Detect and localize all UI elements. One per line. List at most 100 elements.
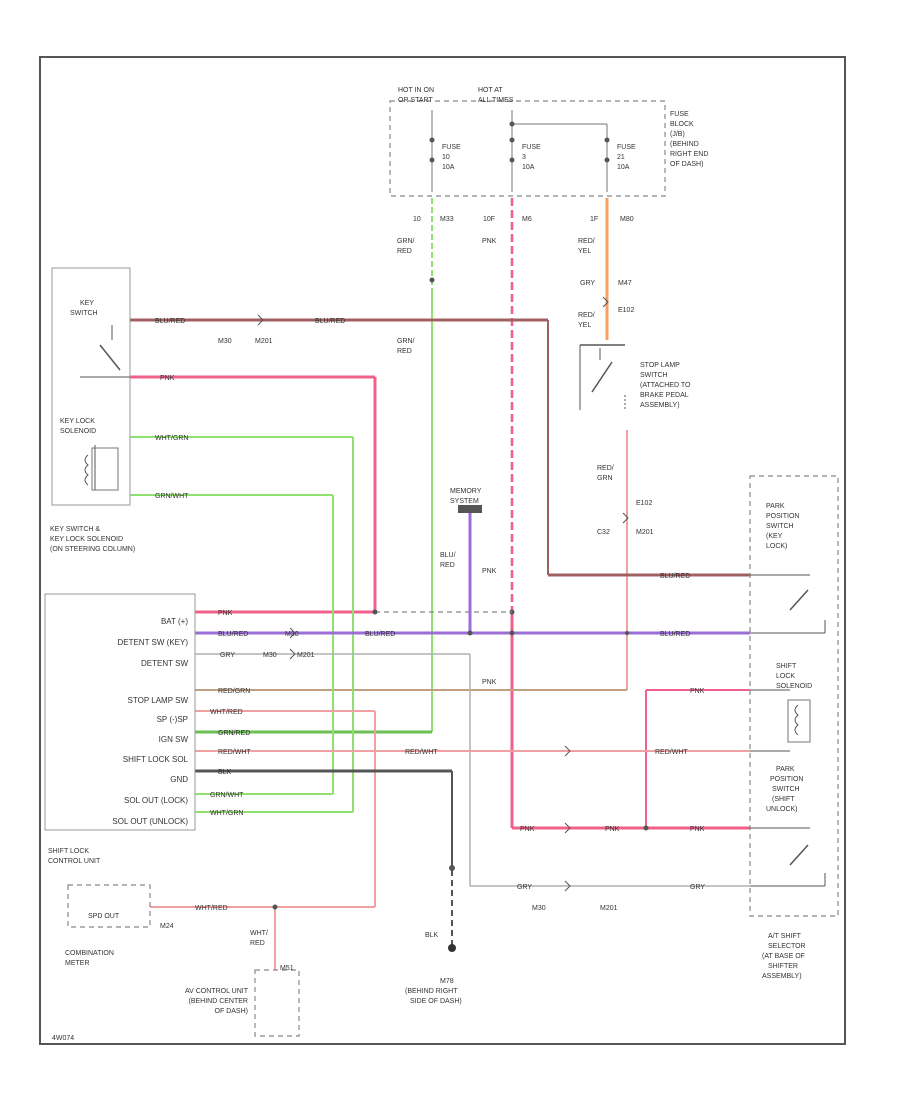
footer-code: 4W074 xyxy=(52,1035,74,1042)
cu-pin-gnd: GND xyxy=(170,775,188,784)
wire-wht-red: WHT/RED WHT/RED WHT/ RED xyxy=(150,709,376,970)
lbl-pnk-mid: PNK xyxy=(482,568,497,575)
fuse-block-caption-6: OF DASH) xyxy=(670,161,703,168)
lbl-m30-a: M30 xyxy=(218,338,232,345)
shift-lock-sol-1: SHIFT xyxy=(776,663,797,670)
lbl-blu-red-3: BLU/RED xyxy=(660,631,690,638)
fuse-10-bottom xyxy=(429,157,435,163)
fuse-3-label-2: 3 xyxy=(522,154,526,161)
lbl-m24: M24 xyxy=(160,923,174,930)
cu-pin-sol-unlock: SOL OUT (UNLOCK) xyxy=(112,817,188,826)
lbl-m30-b: M30 xyxy=(285,631,299,638)
lbl-red-yel-1: RED/ xyxy=(578,238,595,245)
lbl-red-yel-4: YEL xyxy=(578,322,591,329)
hot-run-label-1: HOT IN ON xyxy=(398,87,434,94)
lbl-e102-b: E102 xyxy=(636,500,652,507)
fuse-10-label-2: 10 xyxy=(442,154,450,161)
lbl-wht-red-v1: WHT/ xyxy=(250,930,268,937)
stop-lamp-label-3: (ATTACHED TO xyxy=(640,382,691,389)
fuse-conn-m33: M33 xyxy=(440,216,454,223)
lbl-m201-d: M201 xyxy=(600,905,618,912)
memory-label-1: MEMORY xyxy=(450,488,482,495)
cu-pin-stop-lamp: STOP LAMP SW xyxy=(128,696,189,705)
park-key-3: SWITCH xyxy=(766,523,794,530)
fuse-21-bottom xyxy=(604,157,610,163)
lbl-m30-d: M30 xyxy=(532,905,546,912)
at-selector-2: SELECTOR xyxy=(768,943,806,950)
lbl-blu-red-2: BLU/RED xyxy=(365,631,395,638)
lbl-blu-red-1: BLU/RED xyxy=(218,631,248,638)
lbl-grn-red-4: RED xyxy=(397,348,412,355)
lbl-gry-3: GRY xyxy=(690,884,705,891)
fuse-10-label-3: 10A xyxy=(442,164,455,171)
lbl-blu-red-v2: RED xyxy=(440,562,455,569)
park-shift-2: POSITION xyxy=(770,776,803,783)
lbl-blu-red-top-1: BLU/RED xyxy=(155,318,185,325)
stop-lamp-label-5: ASSEMBLY) xyxy=(640,402,680,409)
lbl-grn-red-h: GRN/RED xyxy=(218,730,250,737)
av-label-3: OF DASH) xyxy=(215,1008,248,1015)
key-switch-caption-1: KEY SWITCH & xyxy=(50,526,100,533)
fuse-block-caption-3: (J/B) xyxy=(670,131,685,138)
lbl-pnk-low: PNK xyxy=(482,679,497,686)
wire-pnk-key: PNK PNK xyxy=(130,375,512,617)
fuse-21-top xyxy=(604,137,610,143)
fuse-conn-m6: M6 xyxy=(522,216,532,223)
lbl-red-yel-3: RED/ xyxy=(578,312,595,319)
cu-pin-sol-lock: SOL OUT (LOCK) xyxy=(124,796,188,805)
lbl-m47-a: M47 xyxy=(618,280,632,287)
lbl-red-grn-1: RED/ xyxy=(597,465,614,472)
connector-glyphs xyxy=(257,296,629,892)
lbl-blu-red-right: BLU/RED xyxy=(660,573,690,580)
lbl-red-wht-1: RED/WHT xyxy=(218,749,251,756)
av-label-1: AV CONTROL UNIT xyxy=(185,988,249,995)
lbl-pnk-key: PNK xyxy=(160,375,175,382)
at-selector-3: (AT BASE OF xyxy=(762,953,805,960)
diagram-frame xyxy=(39,56,846,1045)
park-key-5: LOCK) xyxy=(766,543,787,550)
wire-blk-ground: BLK BLK M78 (BEHIND RIGHT SIDE OF DASH) xyxy=(195,769,462,1005)
at-selector-4: SHIFTER xyxy=(768,963,798,970)
key-switch-caption-2: KEY LOCK SOLENOID xyxy=(50,536,123,543)
fuse-21-label-2: 21 xyxy=(617,154,625,161)
lbl-m51: M51 xyxy=(280,965,294,972)
cu-pin-ign: IGN SW xyxy=(159,735,189,744)
cu-pin-sp: SP (-)SP xyxy=(157,715,188,724)
key-lock-solenoid-2: SOLENOID xyxy=(60,428,96,435)
fuse-block-dashed-outline xyxy=(389,100,666,197)
lbl-m201-c: M201 xyxy=(636,529,654,536)
at-selector-5: ASSEMBLY) xyxy=(762,973,802,980)
hot-run-label-2: OR START xyxy=(398,97,433,104)
wire-brown-key: BLU/RED BLU/RED BLU/RED M30 M201 xyxy=(130,318,750,580)
key-switch-assembly: KEY SWITCH KEY LOCK SOLENOID KEY SWITCH … xyxy=(50,267,135,553)
lbl-pnk-bot-1: PNK xyxy=(520,826,535,833)
wire-grn-red-ign: GRN/ RED GRN/ RED xyxy=(195,198,435,734)
lbl-m201-b: M201 xyxy=(297,652,315,659)
wire-red-yel: RED/ YEL RED/ YEL GRY E102 M47 xyxy=(578,198,634,340)
lbl-blk-2: BLK xyxy=(425,932,439,939)
fuse-10-label-1: FUSE xyxy=(442,144,461,151)
combination-meter-2: METER xyxy=(65,960,90,967)
park-shift-3: SWITCH xyxy=(772,786,800,793)
fuse-block: HOT IN ON OR START HOT AT ALL TIMES FUSE… xyxy=(389,87,708,223)
lbl-pnk-sol: PNK xyxy=(690,688,705,695)
at-selector-1: A/T SHIFT xyxy=(768,933,802,940)
park-shift-4: (SHIFT xyxy=(772,796,795,803)
lbl-e102-a: E102 xyxy=(618,307,634,314)
lbl-m201-a: M201 xyxy=(255,338,273,345)
lbl-red-yel-2: YEL xyxy=(578,248,591,255)
lbl-m30-c: M30 xyxy=(263,652,277,659)
stop-lamp-label-4: BRAKE PEDAL xyxy=(640,392,689,399)
park-key-2: POSITION xyxy=(766,513,799,520)
hot-all-junction xyxy=(509,121,515,127)
fuse-10-top xyxy=(429,137,435,143)
at-shift-selector: PARK POSITION SWITCH (KEY LOCK) SHIFT LO… xyxy=(749,475,839,980)
wire-grn-wht: GRN/WHT GRN/WHT xyxy=(130,493,334,799)
lbl-red-grn-2: GRN xyxy=(597,475,613,482)
fuse-3-top xyxy=(509,137,515,143)
wire-red-grn: RED/ GRN E102 C32 M201 xyxy=(195,430,654,691)
lbl-wht-red-1: WHT/RED xyxy=(210,709,243,716)
shift-lock-sol-2: LOCK xyxy=(776,673,795,680)
memory-label-2: SYSTEM xyxy=(450,498,479,505)
lbl-pnk-bot-2: PNK xyxy=(605,826,620,833)
